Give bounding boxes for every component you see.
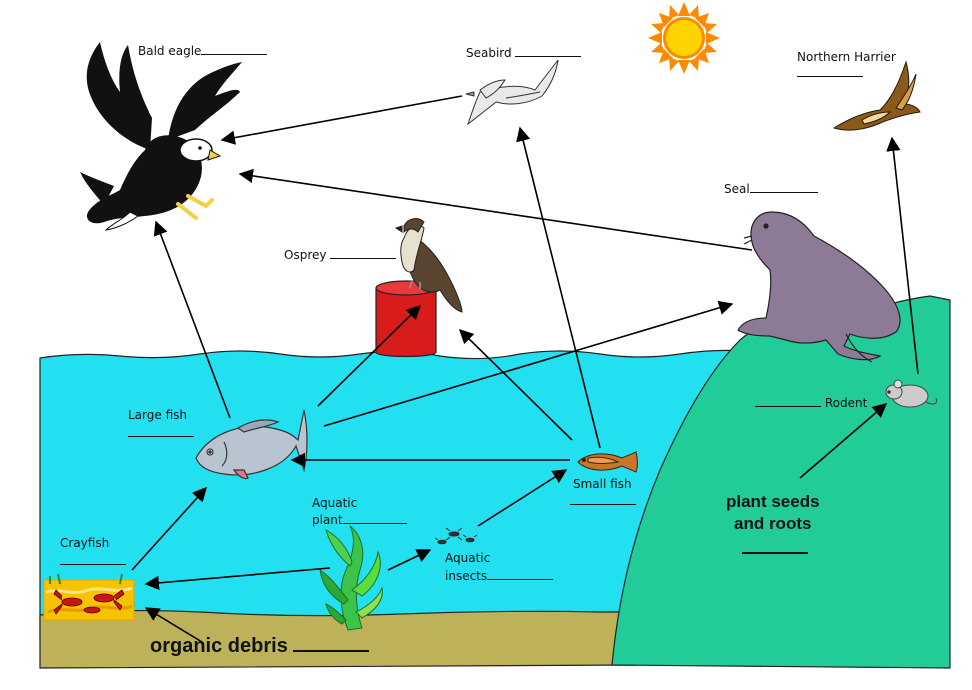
label-osprey: Osprey [284,246,397,263]
label-crayfish: Crayfish [60,536,110,550]
label-aquatic-insects-line1: Aquatic [445,551,491,565]
label-rodent: Rodent [755,394,867,411]
label-large-fish-blank [128,424,194,441]
label-northern-harrier-blank [797,64,863,81]
answer-blank [487,567,554,580]
northern-harrier-icon [832,60,921,131]
label-plant-seeds-blank [742,540,808,559]
label-aquatic-plant-line2: plant [312,511,407,528]
arrow-crayfish-to-largefish [131,486,207,571]
arrow-smallfish-to-osprey [458,328,573,441]
crayfish-icon [43,573,135,621]
bald-eagle-icon [80,42,242,231]
arrow-plant-to-crayfish [144,567,331,591]
small-fish-icon [577,451,638,473]
answer-blank [749,180,818,193]
arrow-plant-to-insects [387,549,432,571]
arrow-largefish-to-seal [323,300,734,427]
label-small-fish-blank [570,492,636,509]
label-aquatic-insects-line2: insects [445,567,554,584]
answer-blank [128,424,194,437]
answer-blank [570,492,636,505]
arrow-seeds-to-rodent [799,403,888,479]
label-bald-eagle-text: Bald eagle [138,44,202,58]
label-seal: Seal [724,180,818,197]
label-organic-debris: organic debris [150,634,370,658]
label-seabird-text: Seabird [466,46,512,60]
label-bald-eagle: Bald eagle [138,42,268,59]
aquatic-plant-icon [319,525,383,631]
label-aquatic-insects-text: insects [445,569,488,583]
label-northern-harrier: Northern Harrier [797,50,896,64]
label-seabird: Seabird [466,44,582,61]
answer-blank [293,634,370,652]
arrow-smallfish-to-seabird [516,126,601,449]
arrow-seal-to-eagle [238,168,753,251]
arrow-largefish-to-osprey [317,304,422,407]
arrow-insects-to-smallfish [477,469,568,527]
large-fish-icon [195,409,308,480]
arrow-largefish-to-eagle [153,220,231,419]
arrow-rodent-to-harrier [886,136,919,375]
answer-blank [797,64,863,77]
label-large-fish: Large fish [128,408,187,422]
seal-icon [737,211,901,363]
arrow-debris-to-crayfish [144,607,203,643]
arrow-seabird-to-eagle [220,95,463,145]
sun-icon [648,2,720,74]
label-crayfish-blank [60,552,126,569]
island [611,295,951,669]
answer-blank [515,44,582,57]
label-seal-text: Seal [724,182,750,196]
label-plant-seeds-line2: and roots [734,514,812,533]
aquatic-insects-icon [434,527,478,545]
label-small-fish: Small fish [573,477,632,491]
label-osprey-text: Osprey [284,248,327,262]
food-web-arrows [131,95,919,643]
answer-blank [330,246,397,259]
answer-blank [342,511,407,524]
answer-blank [60,552,126,565]
label-rodent-text: Rodent [824,396,868,410]
osprey-icon [394,218,463,313]
answer-blank [201,42,268,55]
label-aquatic-plant-line1: Aquatic [312,496,358,510]
seabird-icon [465,59,559,126]
label-plant-seeds-line1: plant seeds [726,492,820,511]
label-aquatic-plant-text: plant [312,513,343,527]
answer-blank [755,394,821,407]
label-organic-debris-text: organic debris [150,635,288,657]
answer-blank [742,540,808,554]
rodent-icon [885,379,937,408]
